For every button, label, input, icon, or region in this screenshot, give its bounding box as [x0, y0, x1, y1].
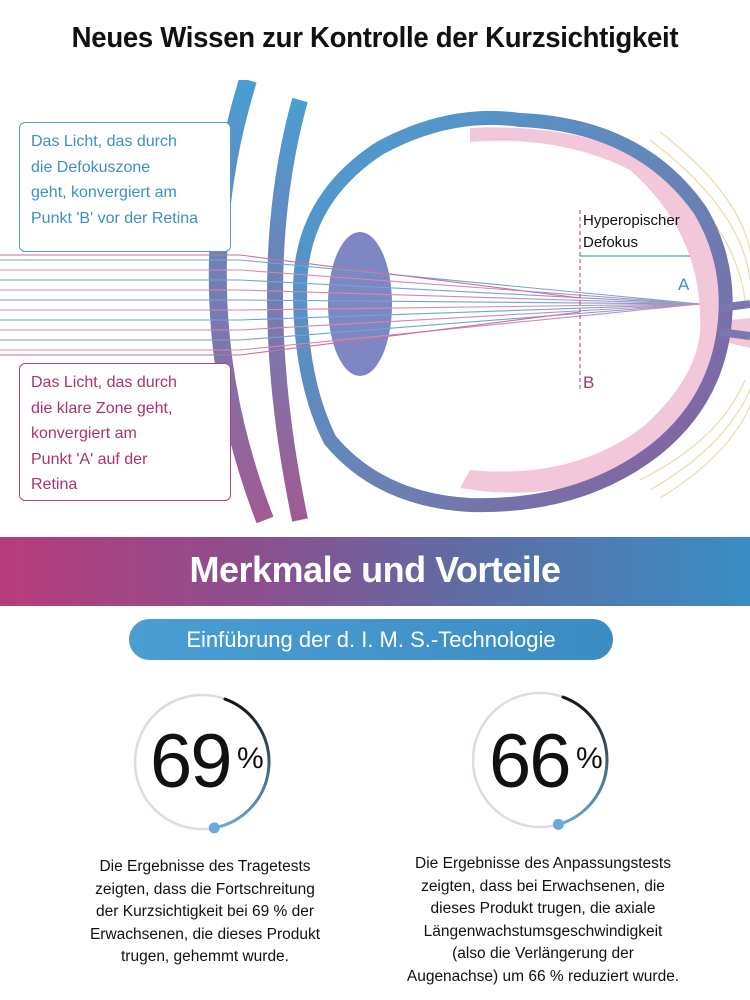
- callout-clear-zone: Das Licht, das durch die klare Zone geht…: [19, 363, 231, 501]
- description-line: zeigten, dass bei Erwachsenen, die: [421, 877, 665, 895]
- cornea: [267, 97, 308, 522]
- progress-arc: [556, 695, 609, 826]
- callout-line: konvergiert am: [31, 425, 137, 442]
- defocus-label-1: Hyperopischer: [583, 212, 680, 229]
- callout-defocus-zone: Das Licht, das durch die Defokuszone geh…: [19, 122, 231, 252]
- description-line: Längenwachstumsgeschwindigkeit: [423, 922, 663, 940]
- stat-description: Die Ergebnisse des Anpassungstests zeigt…: [378, 853, 708, 988]
- progress-ring-66: [471, 691, 609, 830]
- stat-unit: %: [237, 742, 264, 775]
- description-line: Die Ergebnisse des Anpassungstests: [415, 855, 671, 872]
- progress-arc: [212, 697, 271, 830]
- defocus-label-2: Defokus: [583, 234, 638, 251]
- stat-unit: %: [576, 742, 603, 775]
- callout-line: geht, konvergiert am: [31, 184, 177, 201]
- callout-line: die klare Zone geht,: [31, 399, 173, 417]
- callout-line: Punkt 'A' auf der: [31, 450, 148, 468]
- progress-dot: [552, 818, 564, 830]
- callout-line: die Defokuszone: [31, 158, 151, 176]
- light-rays: [0, 254, 701, 356]
- eye-diagram: Hyperopischer Defokus A B: [0, 80, 750, 524]
- page-title: Neues Wissen zur Kontrolle der Kurzsicht…: [71, 22, 679, 54]
- description-line: Erwachsenen, die dieses Produkt: [89, 925, 321, 943]
- callout-line: Das Licht, das durch: [31, 133, 177, 150]
- description-line: (also die Verlängerung der: [452, 945, 634, 962]
- description-line: dieses Produkt trugen, die axiale: [430, 900, 656, 917]
- description-line: Die Ergebnisse des Tragetests: [99, 858, 311, 875]
- point-b-label: B: [583, 373, 594, 392]
- point-a-label: A: [678, 275, 690, 294]
- progress-dot: [208, 822, 220, 834]
- stat-value: 69: [150, 719, 233, 804]
- description-line: der Kurzsichtigkeit bei 69 % der: [96, 903, 314, 920]
- stat-value: 66: [489, 719, 572, 804]
- callout-line: Das Licht, das durch: [31, 374, 177, 391]
- description-line: trugen, gehemmt wurde.: [120, 948, 289, 965]
- technology-pill: Einfübrung der d. I. M. S.-Technologie: [129, 619, 613, 660]
- callout-line: Punkt 'B' vor der Retina: [31, 209, 199, 227]
- crystalline-lens: [328, 232, 392, 376]
- description-line: zeigten, dass die Fortschreitung: [95, 880, 315, 898]
- features-title: Merkmale und Vorteile: [189, 549, 561, 590]
- outer-tissue-lines: [639, 131, 750, 499]
- callout-line: Retina: [31, 476, 78, 493]
- eyeball-outline: [292, 110, 733, 513]
- description-line: Augenachse) um 66 % reduziert wurde.: [406, 967, 680, 985]
- stat-description: Die Ergebnisse des Tragetests zeigten, d…: [55, 856, 355, 969]
- features-band: [0, 537, 750, 606]
- retina-layer: [460, 127, 750, 493]
- optic-nerve: [719, 300, 750, 340]
- progress-ring-69: [133, 693, 271, 834]
